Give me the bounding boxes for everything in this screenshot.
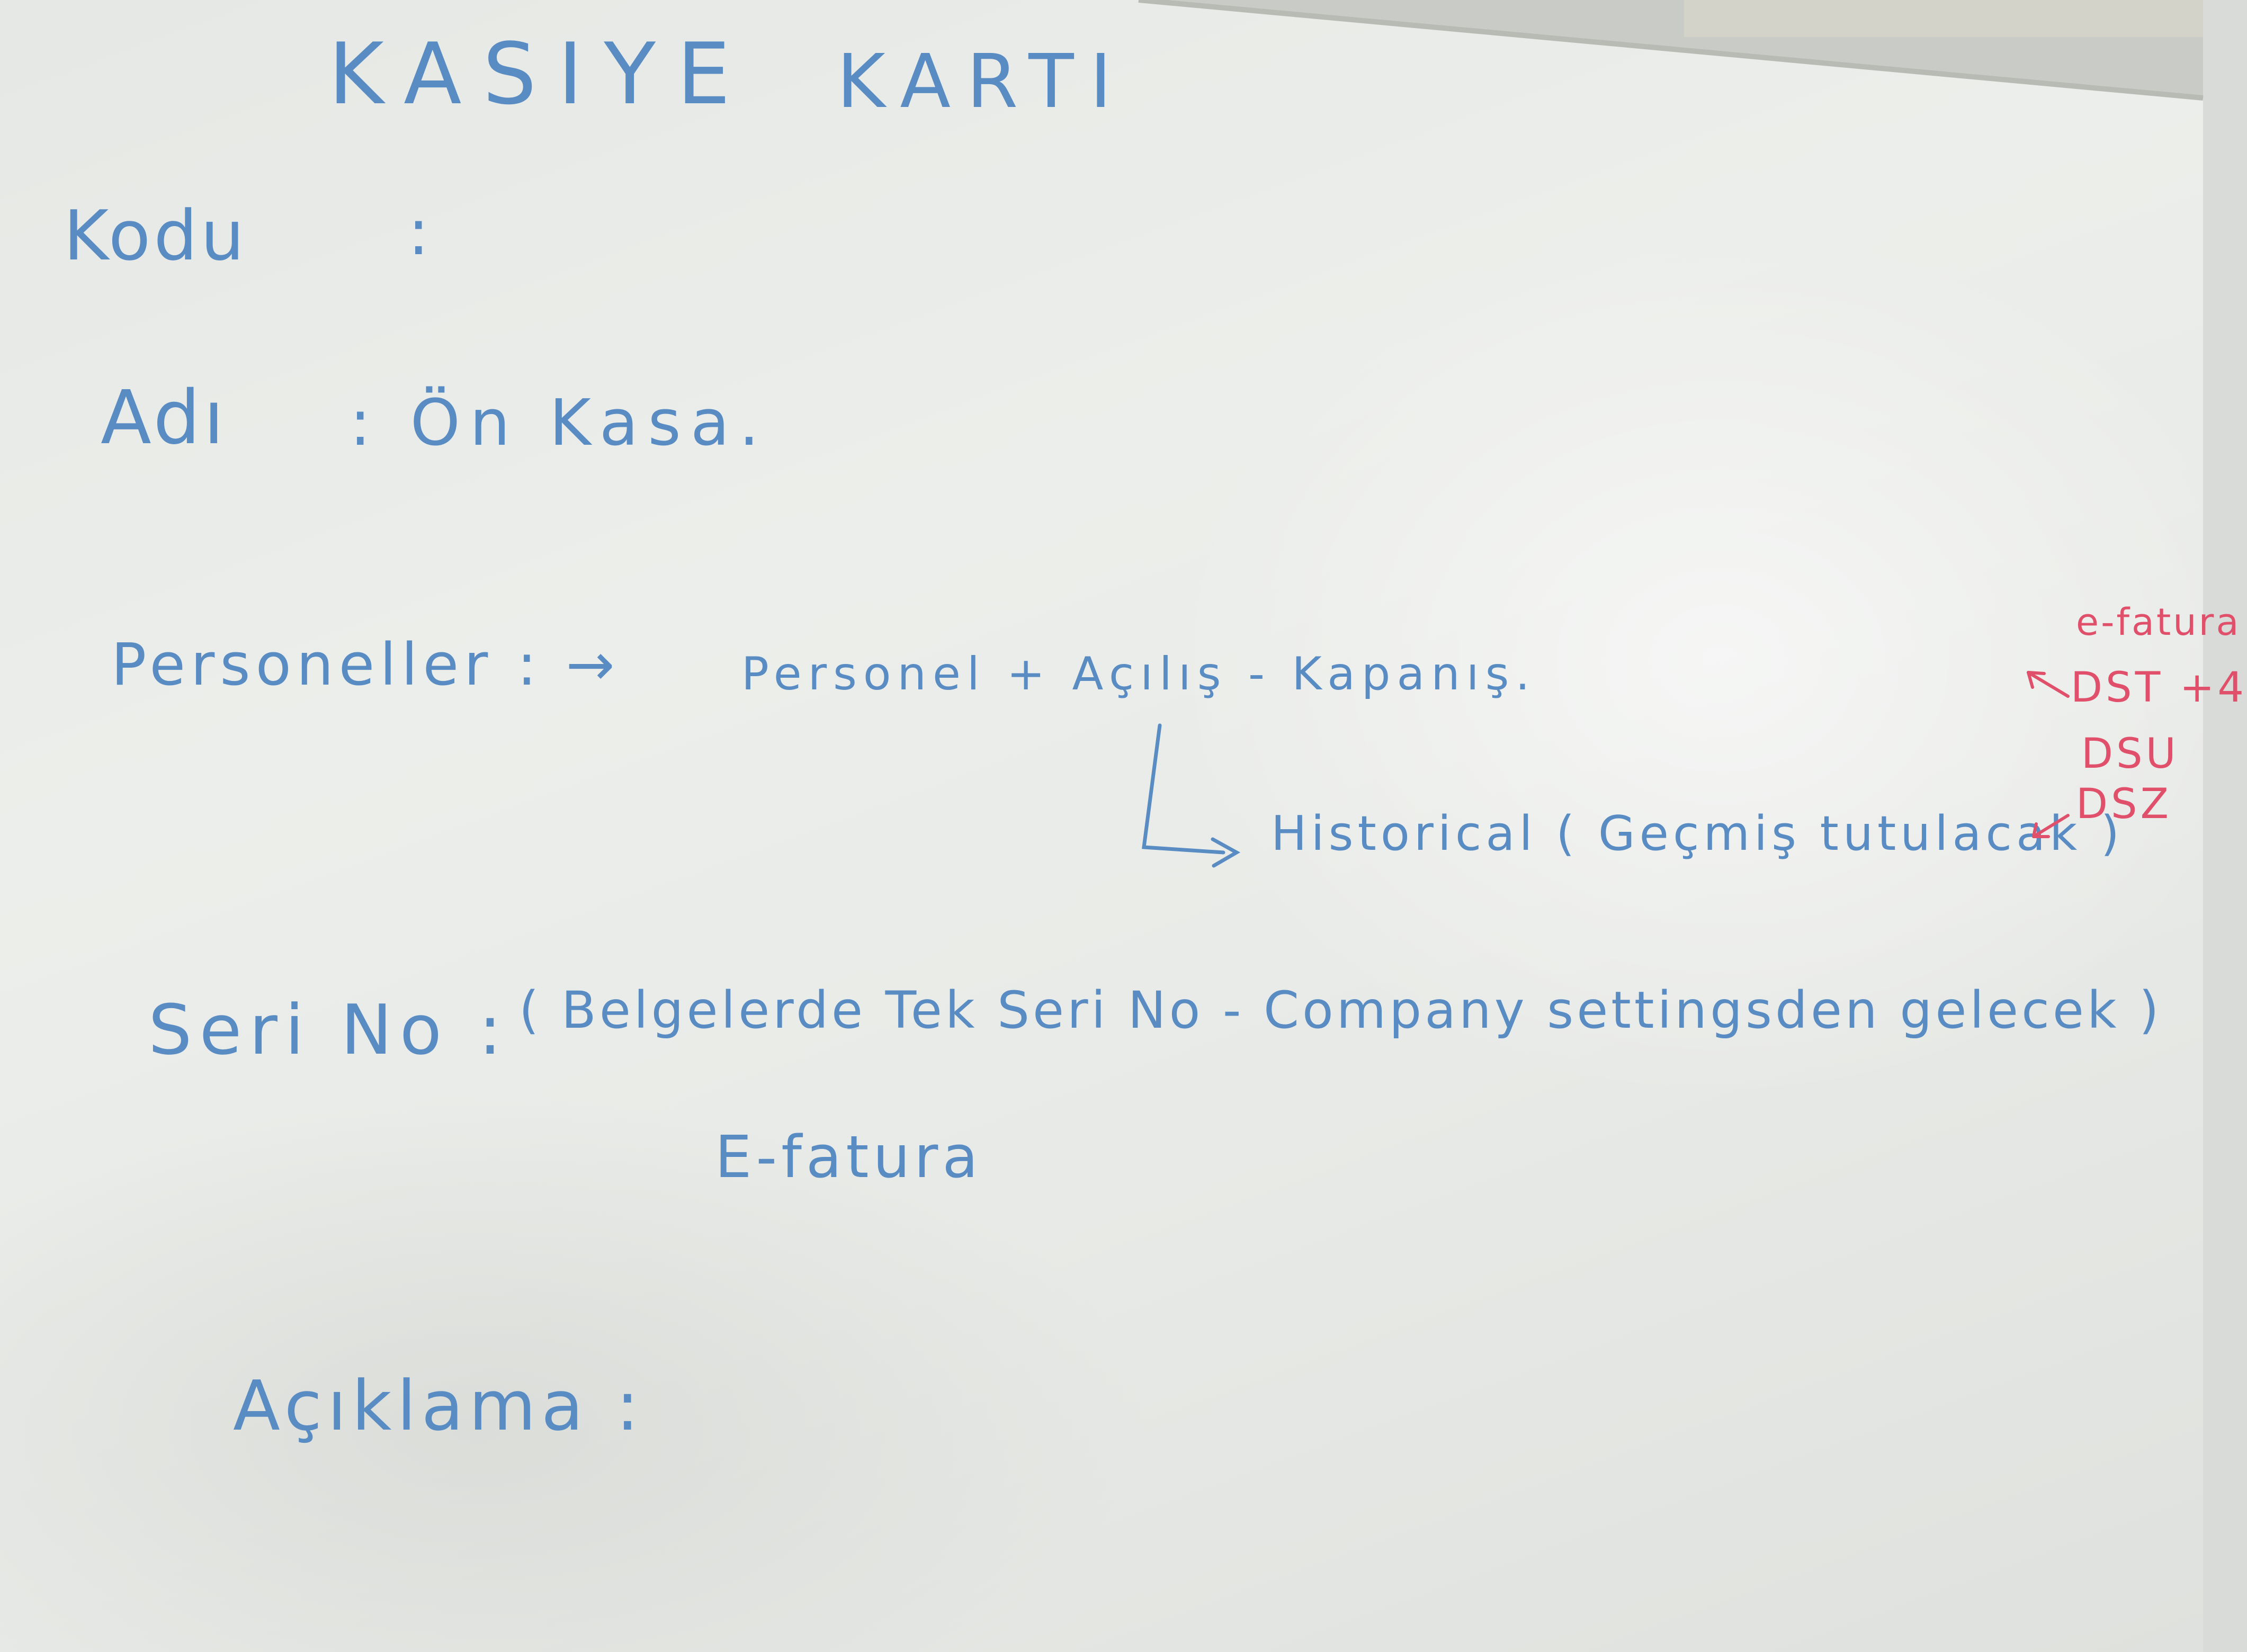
red-arrow-dst <box>2027 671 2070 698</box>
whiteboard-top-edge <box>1138 0 2204 101</box>
side-note-dst: DST +4 <box>2071 664 2247 712</box>
side-note-dsz: DSZ <box>2076 780 2172 828</box>
title-kasiye: KASIYE <box>328 24 752 123</box>
personeller-label: Personeller : → <box>111 631 620 698</box>
seri-no-label: Seri No : <box>148 990 509 1070</box>
kodu-label: Kodu <box>64 195 248 276</box>
kodu-colon: : <box>408 196 433 270</box>
adi-label: Adı <box>101 375 228 461</box>
seri-no-value: ( Belgelerde Tek Seri No - Company setti… <box>519 981 2162 1040</box>
personeller-value: Personel + Açılış - Kapanış. <box>741 648 1536 701</box>
side-note-dsu: DSU <box>2081 730 2179 778</box>
historical-note: Historical ( Geçmiş tutulacak ) <box>1271 806 2124 861</box>
title-karti: KARTI <box>837 39 1128 125</box>
adi-value: : Ön Kasa. <box>350 387 769 460</box>
historical-arrow <box>1142 723 1225 855</box>
side-note-efatura: e-fatura <box>2076 600 2241 644</box>
aciklama-label: Açıklama : <box>233 1366 644 1446</box>
efatura-line: E-fatura <box>715 1123 982 1191</box>
